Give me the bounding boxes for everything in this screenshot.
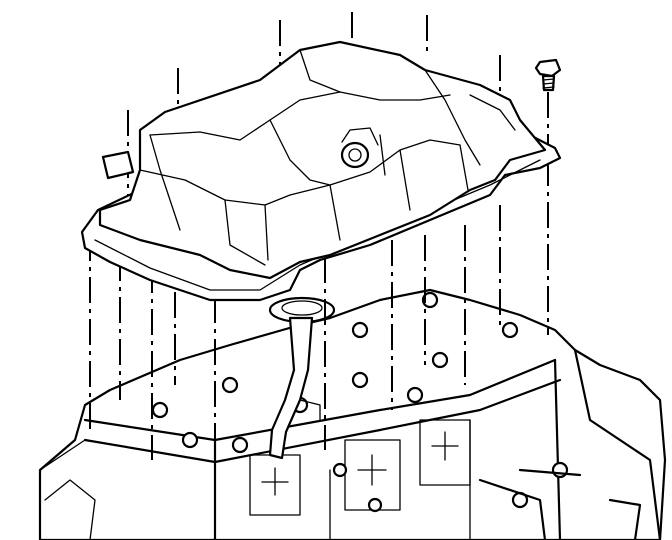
alignment-lines [89, 12, 549, 490]
oil-pump-pickup-tube [268, 296, 336, 460]
engine-block [38, 288, 667, 540]
oil-pan-bolt [534, 58, 562, 92]
oil-pan [98, 40, 547, 280]
